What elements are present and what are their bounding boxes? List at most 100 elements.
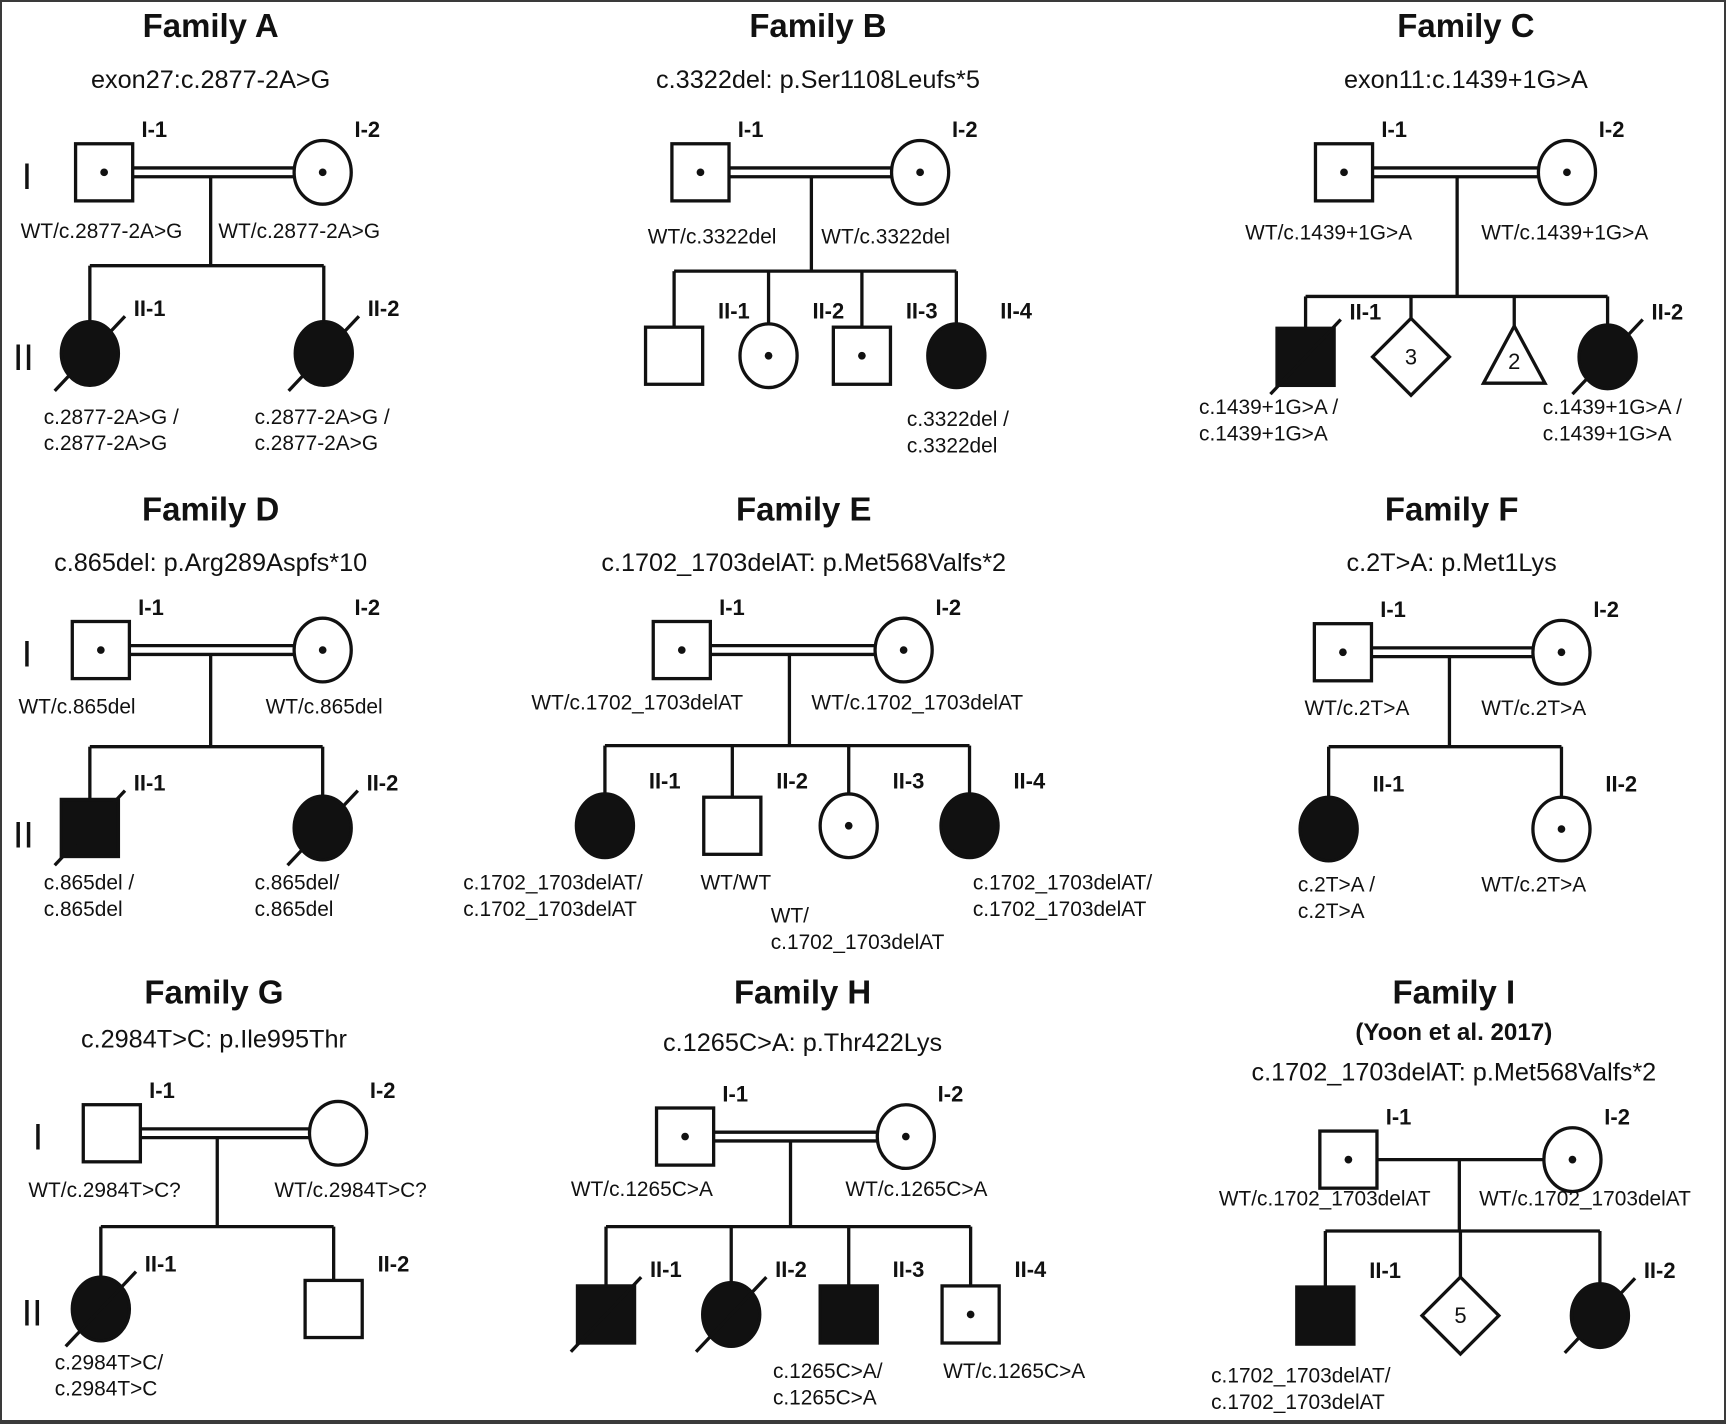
individual-i-2: I-2WT/c.1439+1G>A xyxy=(1481,117,1648,244)
genotype-label: c.1439+1G>A xyxy=(1199,422,1328,445)
genotype-label: c.865del/ xyxy=(255,871,340,894)
mutation-label: c.3322del: p.Ser1108Leufs*5 xyxy=(656,66,980,94)
individual-id: II-4 xyxy=(1015,1257,1048,1282)
individual-id: II-2 xyxy=(812,298,844,323)
mutation-label: exon11:c.1439+1G>A xyxy=(1344,66,1588,94)
family-title: Family B xyxy=(749,7,886,44)
deceased-slash-icon xyxy=(53,789,127,867)
deceased-slash-icon xyxy=(1563,1277,1637,1355)
individual-ii-1-circle-symbol xyxy=(574,792,636,860)
individual-ii-2: II-2c.2877-2A>G /c.2877-2A>G xyxy=(255,296,400,455)
carrier-dot-icon xyxy=(1557,648,1566,657)
individual-ii-1: II-1c.1702_1703delAT/c.1702_1703delAT xyxy=(463,768,680,920)
individual-ii-2: II-2WT/WT xyxy=(700,768,807,894)
genotype-label: WT/c.865del xyxy=(266,696,383,719)
individual-id: II-1 xyxy=(134,296,166,321)
genotype-label: c.1265C>A xyxy=(773,1387,877,1410)
family-title: Family F xyxy=(1385,490,1519,527)
pedigree-family-b: Family B c.3322del: p.Ser1108Leufs*5I-1WT… xyxy=(643,7,1033,457)
carrier-dot-icon xyxy=(318,168,327,177)
carrier-dot-icon xyxy=(1344,1155,1353,1164)
individual-id: I-2 xyxy=(1593,597,1619,622)
pedigree-family-d: Family Dc.865del: p.Arg289Aspfs*10IIII-1… xyxy=(13,490,398,920)
individual-id: II-3 xyxy=(893,1257,925,1282)
family-title: Family G xyxy=(144,974,283,1011)
pedigree-family-a: Family Aexon27:c.2877-2A>GIIII-1WT/c.287… xyxy=(13,7,399,455)
genotype-label: c.865del / xyxy=(44,871,135,894)
carrier-dot-icon xyxy=(764,351,773,360)
genotype-label: WT/c.1439+1G>A xyxy=(1481,221,1648,244)
genotype-label: c.3322del / xyxy=(907,408,1009,431)
family-title: Family E xyxy=(736,490,871,527)
generation-label: I xyxy=(33,1116,43,1158)
individual-i-2: I-2WT/c.1702_1703delAT xyxy=(1479,1104,1691,1210)
individual-id: II-1 xyxy=(649,768,681,793)
carrier-dot-icon xyxy=(916,168,924,177)
pedigree-family-c: Family Cexon11:c.1439+1G>AI-1WT/c.1439+1… xyxy=(1199,7,1683,445)
individual-id: II-1 xyxy=(1373,772,1405,797)
genotype-label: c.1439+1G>A xyxy=(1543,422,1672,445)
individual-id: I-2 xyxy=(1599,117,1625,142)
generation-label: I xyxy=(22,155,32,197)
individual-id: I-2 xyxy=(355,117,381,142)
genotype-label: WT/c.1702_1703delAT xyxy=(1479,1188,1691,1211)
carrier-dot-icon xyxy=(1339,648,1347,657)
individual-ii-4: II-4WT/c.1265C>A xyxy=(940,1257,1085,1383)
individual-ii-4: II-4c.3322del /c.3322del xyxy=(907,298,1033,457)
individual-ii-3-square-symbol xyxy=(818,1284,879,1345)
individual-id: II-2 xyxy=(1652,299,1684,324)
individual-id: II-2 xyxy=(367,771,399,796)
pedigree-family-g: Family Gc.2984T>C: p.Ile995ThrIIII-1WT/c… xyxy=(22,974,427,1401)
individual-id: II-1 xyxy=(145,1252,177,1277)
individual-ii-2: II-2 xyxy=(303,1252,409,1340)
individual-i-2-circle-symbol xyxy=(307,1099,369,1167)
genotype-label: c.1702_1703delAT xyxy=(771,931,945,954)
genotype-label: c.865del xyxy=(44,898,123,921)
individual-i-2: I-2WT/c.1702_1703delAT xyxy=(811,595,1023,714)
individual-ii-2: II-2 c.865del/c.865del xyxy=(255,771,399,921)
deceased-slash-icon xyxy=(286,789,360,867)
individual-ii-1-square-symbol xyxy=(1295,1285,1356,1346)
individual-i-1: I-1WT/c.1439+1G>A xyxy=(1245,117,1412,244)
sibship-group: 2 xyxy=(1480,322,1548,385)
pedigree-family-f: Family Fc.2T>A: p.Met1LysI-1WT/c.2T>AI-2… xyxy=(1298,490,1637,923)
individual-id: II-4 xyxy=(1013,768,1046,793)
genotype-label: WT/c.2T>A xyxy=(1481,697,1586,720)
individual-id: II-4 xyxy=(1000,298,1033,323)
individual-id: I-2 xyxy=(938,1081,964,1106)
individual-ii-4: II-4c.1702_1703delAT/c.1702_1703delAT xyxy=(939,768,1153,921)
individual-i-2: I-2WT/c.865del xyxy=(266,595,383,719)
individual-i-1: I-1WT/c.865del xyxy=(18,595,163,719)
generation-label: II xyxy=(13,814,34,856)
genotype-label: c.1702_1703delAT/ xyxy=(973,871,1153,894)
individual-ii-1: II-1c.2984T>C/c.2984T>C xyxy=(55,1252,177,1401)
individual-ii-1: II-1 xyxy=(569,1257,682,1353)
genotype-label: c.1702_1703delAT xyxy=(463,898,637,921)
individual-i-1: I-1WT/c.2984T>C? xyxy=(28,1078,180,1202)
individual-i-1: I-1WT/c.3322del xyxy=(648,117,777,249)
individual-i-2: I-2WT/c.3322del xyxy=(821,117,977,249)
individual-i-1: I-1WT/c.1265C>A xyxy=(571,1081,748,1200)
individual-id: I-1 xyxy=(138,595,164,620)
mutation-label: c.1265C>A: p.Thr422Lys xyxy=(663,1029,942,1057)
deceased-slash-icon xyxy=(1269,318,1342,396)
individual-ii-1: II-1c.2T>A /c.2T>A xyxy=(1298,772,1404,923)
genotype-label: c.865del xyxy=(255,898,334,921)
individual-ii-2: II-2 xyxy=(1563,1258,1676,1355)
individual-id: II-2 xyxy=(1605,772,1637,797)
carrier-dot-icon xyxy=(677,646,686,654)
genotype-label: c.1702_1703delAT xyxy=(1211,1391,1385,1414)
individual-id: I-1 xyxy=(149,1078,175,1103)
generation-label: I xyxy=(22,633,32,675)
genotype-label: c.1439+1G>A / xyxy=(1199,396,1338,419)
genotype-label: WT/c.2T>A xyxy=(1481,874,1586,897)
sibship-count: 5 xyxy=(1454,1303,1466,1328)
individual-id: I-1 xyxy=(141,117,167,142)
mutation-label: c.2T>A: p.Met1Lys xyxy=(1347,549,1557,577)
genotype-label: c.2T>A xyxy=(1298,900,1365,923)
genotype-label: WT/c.1265C>A xyxy=(943,1360,1085,1383)
individual-ii-2: II-2WT/c.2T>A xyxy=(1481,772,1637,897)
individual-i-2: I-2WT/c.2984T>C? xyxy=(274,1078,426,1202)
